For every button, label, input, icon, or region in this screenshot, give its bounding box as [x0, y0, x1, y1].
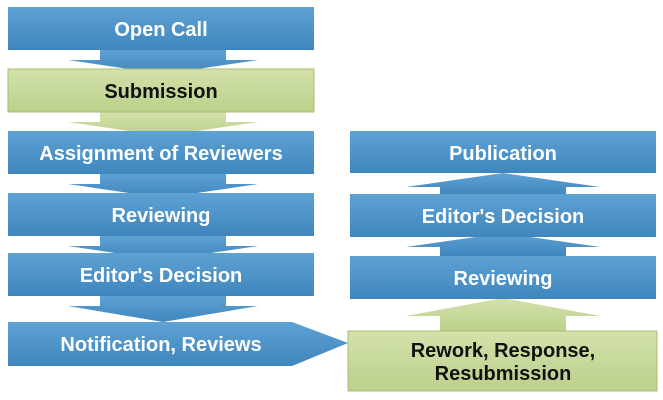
- box-reviewing-left: [8, 193, 314, 236]
- label-open-call: Open Call: [114, 19, 207, 41]
- label-notification: Notification, Reviews: [60, 334, 261, 356]
- arrow-reviewing-to-decision: [68, 236, 258, 260]
- box-rework: [347, 330, 658, 392]
- box-editors-decision-left: [8, 253, 314, 296]
- arrow-decision-to-notification: [68, 296, 258, 322]
- label-rework-line2: Resubmission: [435, 363, 572, 385]
- label-editors-decision-left: Editor's Decision: [80, 265, 243, 287]
- box-reviewing-right: [350, 256, 656, 299]
- label-rework-line1: Rework, Response,: [411, 340, 596, 362]
- box-notification: [8, 322, 348, 366]
- label-reviewing-left: Reviewing: [112, 205, 211, 227]
- box-editors-decision-right: [350, 194, 656, 237]
- arrow-decision-to-publication: [406, 173, 600, 196]
- label-reviewing-right: Reviewing: [454, 268, 553, 290]
- label-editors-decision-right: Editor's Decision: [422, 206, 585, 228]
- arrow-assignment-to-reviewing: [68, 174, 258, 198]
- arrow-submission-to-assignment: [68, 112, 258, 136]
- box-publication: [350, 131, 656, 173]
- label-assignment: Assignment of Reviewers: [39, 143, 282, 165]
- label-publication: Publication: [449, 143, 557, 165]
- box-open-call: [8, 7, 314, 50]
- arrow-rework-to-reviewing: [406, 298, 600, 331]
- label-submission: Submission: [104, 81, 217, 103]
- box-assignment: [8, 131, 314, 174]
- box-submission: [7, 68, 315, 113]
- arrow-open-call-to-submission: [68, 50, 258, 74]
- arrow-reviewing-to-decision-right: [406, 233, 600, 256]
